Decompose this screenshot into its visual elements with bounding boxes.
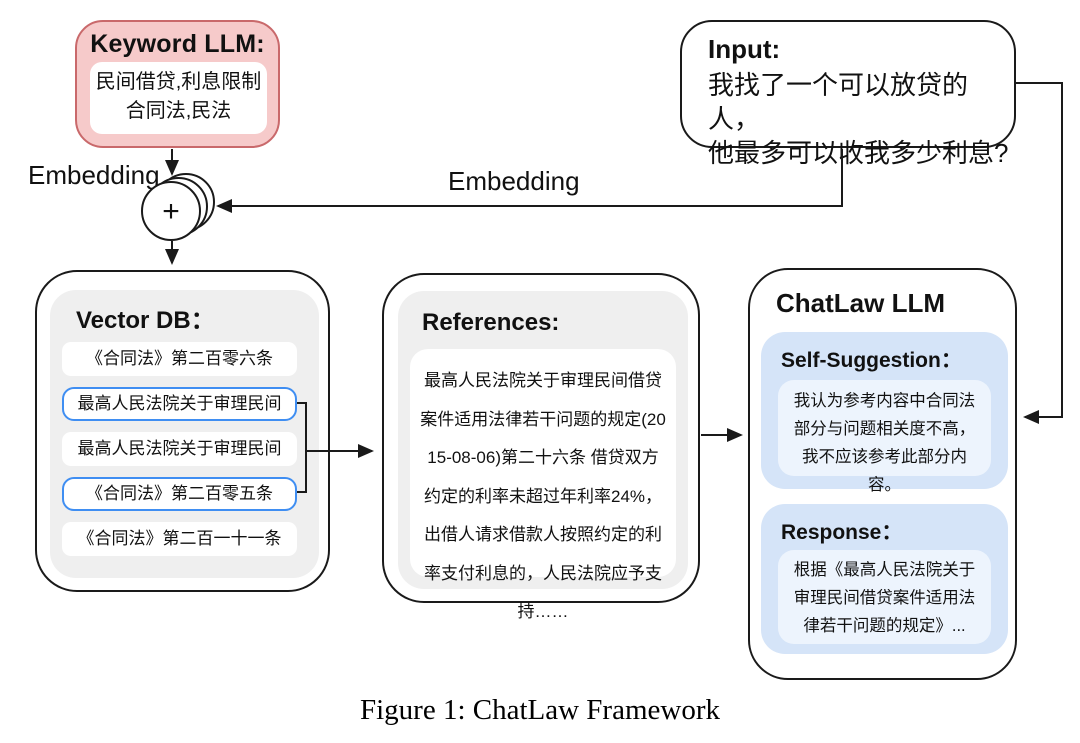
keyword-llm-box: Keyword LLM: 民间借贷,利息限制 合同法,民法	[75, 20, 280, 148]
vector-db-list: 《合同法》第二百零六条最高人民法院关于审理民间最高人民法院关于审理民间《合同法》…	[62, 342, 297, 556]
self-suggestion-text: 我认为参考内容中合同法部分与问题相关度不高，我不应该参考此部分内容。	[793, 392, 976, 494]
vector-db-panel: Vector DB： 《合同法》第二百零六条最高人民法院关于审理民间最高人民法院…	[50, 290, 319, 578]
chatlaw-llm-title: ChatLaw LLM	[776, 288, 945, 318]
references-title: References:	[422, 309, 560, 336]
vector-db-item-highlighted: 最高人民法院关于审理民间	[62, 387, 297, 421]
input-title: Input:	[708, 34, 781, 64]
keyword-llm-title: Keyword LLM:	[90, 30, 265, 58]
input-box: Input: 我找了一个可以放贷的人， 他最多可以收我多少利息?	[680, 20, 1016, 168]
vector-db-box: Vector DB： 《合同法》第二百零六条最高人民法院关于审理民间最高人民法院…	[35, 270, 330, 592]
arrow-input-to-chatlaw	[1016, 82, 1063, 424]
vector-db-item-highlighted: 《合同法》第二百零五条	[62, 477, 297, 511]
embedding-label-left: Embedding	[28, 160, 160, 190]
figure-caption: Figure 1: ChatLaw Framework	[359, 694, 720, 726]
input-text: 我找了一个可以放贷的人， 他最多可以收我多少利息?	[708, 70, 1009, 168]
plus-icon: +	[162, 195, 180, 228]
keyword-llm-keywords: 民间借贷,利息限制 合同法,民法	[95, 71, 262, 122]
references-text: 最高人民法院关于审理民间借贷案件适用法律若干问题的规定(2015-08-06)第…	[420, 371, 666, 621]
vector-db-title: Vector DB：	[76, 307, 215, 334]
self-suggestion-title: Self-Suggestion：	[781, 349, 962, 372]
self-suggestion-card: 我认为参考内容中合同法部分与问题相关度不高，我不应该参考此部分内容。	[778, 380, 991, 494]
vector-db-item: 最高人民法院关于审理民间	[62, 432, 297, 466]
references-box: References: 最高人民法院关于审理民间借贷案件适用法律若干问题的规定(…	[382, 273, 700, 621]
references-card: 最高人民法院关于审理民间借贷案件适用法律若干问题的规定(2015-08-06)第…	[410, 349, 676, 621]
vector-db-item: 《合同法》第二百零六条	[62, 342, 297, 376]
response-card: 根据《最高人民法院关于审理民间借贷案件适用法律若干问题的规定》...	[778, 550, 991, 644]
response-text: 根据《最高人民法院关于审理民间借贷案件适用法律若干问题的规定》...	[793, 561, 976, 635]
vector-db-item: 《合同法》第二百一十一条	[62, 522, 297, 556]
chatlaw-llm-box: ChatLaw LLM Self-Suggestion： 我认为参考内容中合同法…	[748, 268, 1017, 680]
self-suggestion-section: Self-Suggestion： 我认为参考内容中合同法部分与问题相关度不高，我…	[761, 332, 1008, 494]
keyword-llm-keywords-card: 民间借贷,利息限制 合同法,民法	[90, 62, 267, 134]
response-section: Response： 根据《最高人民法院关于审理民间借贷案件适用法律若干问题的规定…	[761, 504, 1008, 654]
embedding-label-right: Embedding	[448, 166, 580, 196]
references-panel: References: 最高人民法院关于审理民间借贷案件适用法律若干问题的规定(…	[398, 291, 688, 621]
response-title: Response：	[781, 521, 903, 544]
